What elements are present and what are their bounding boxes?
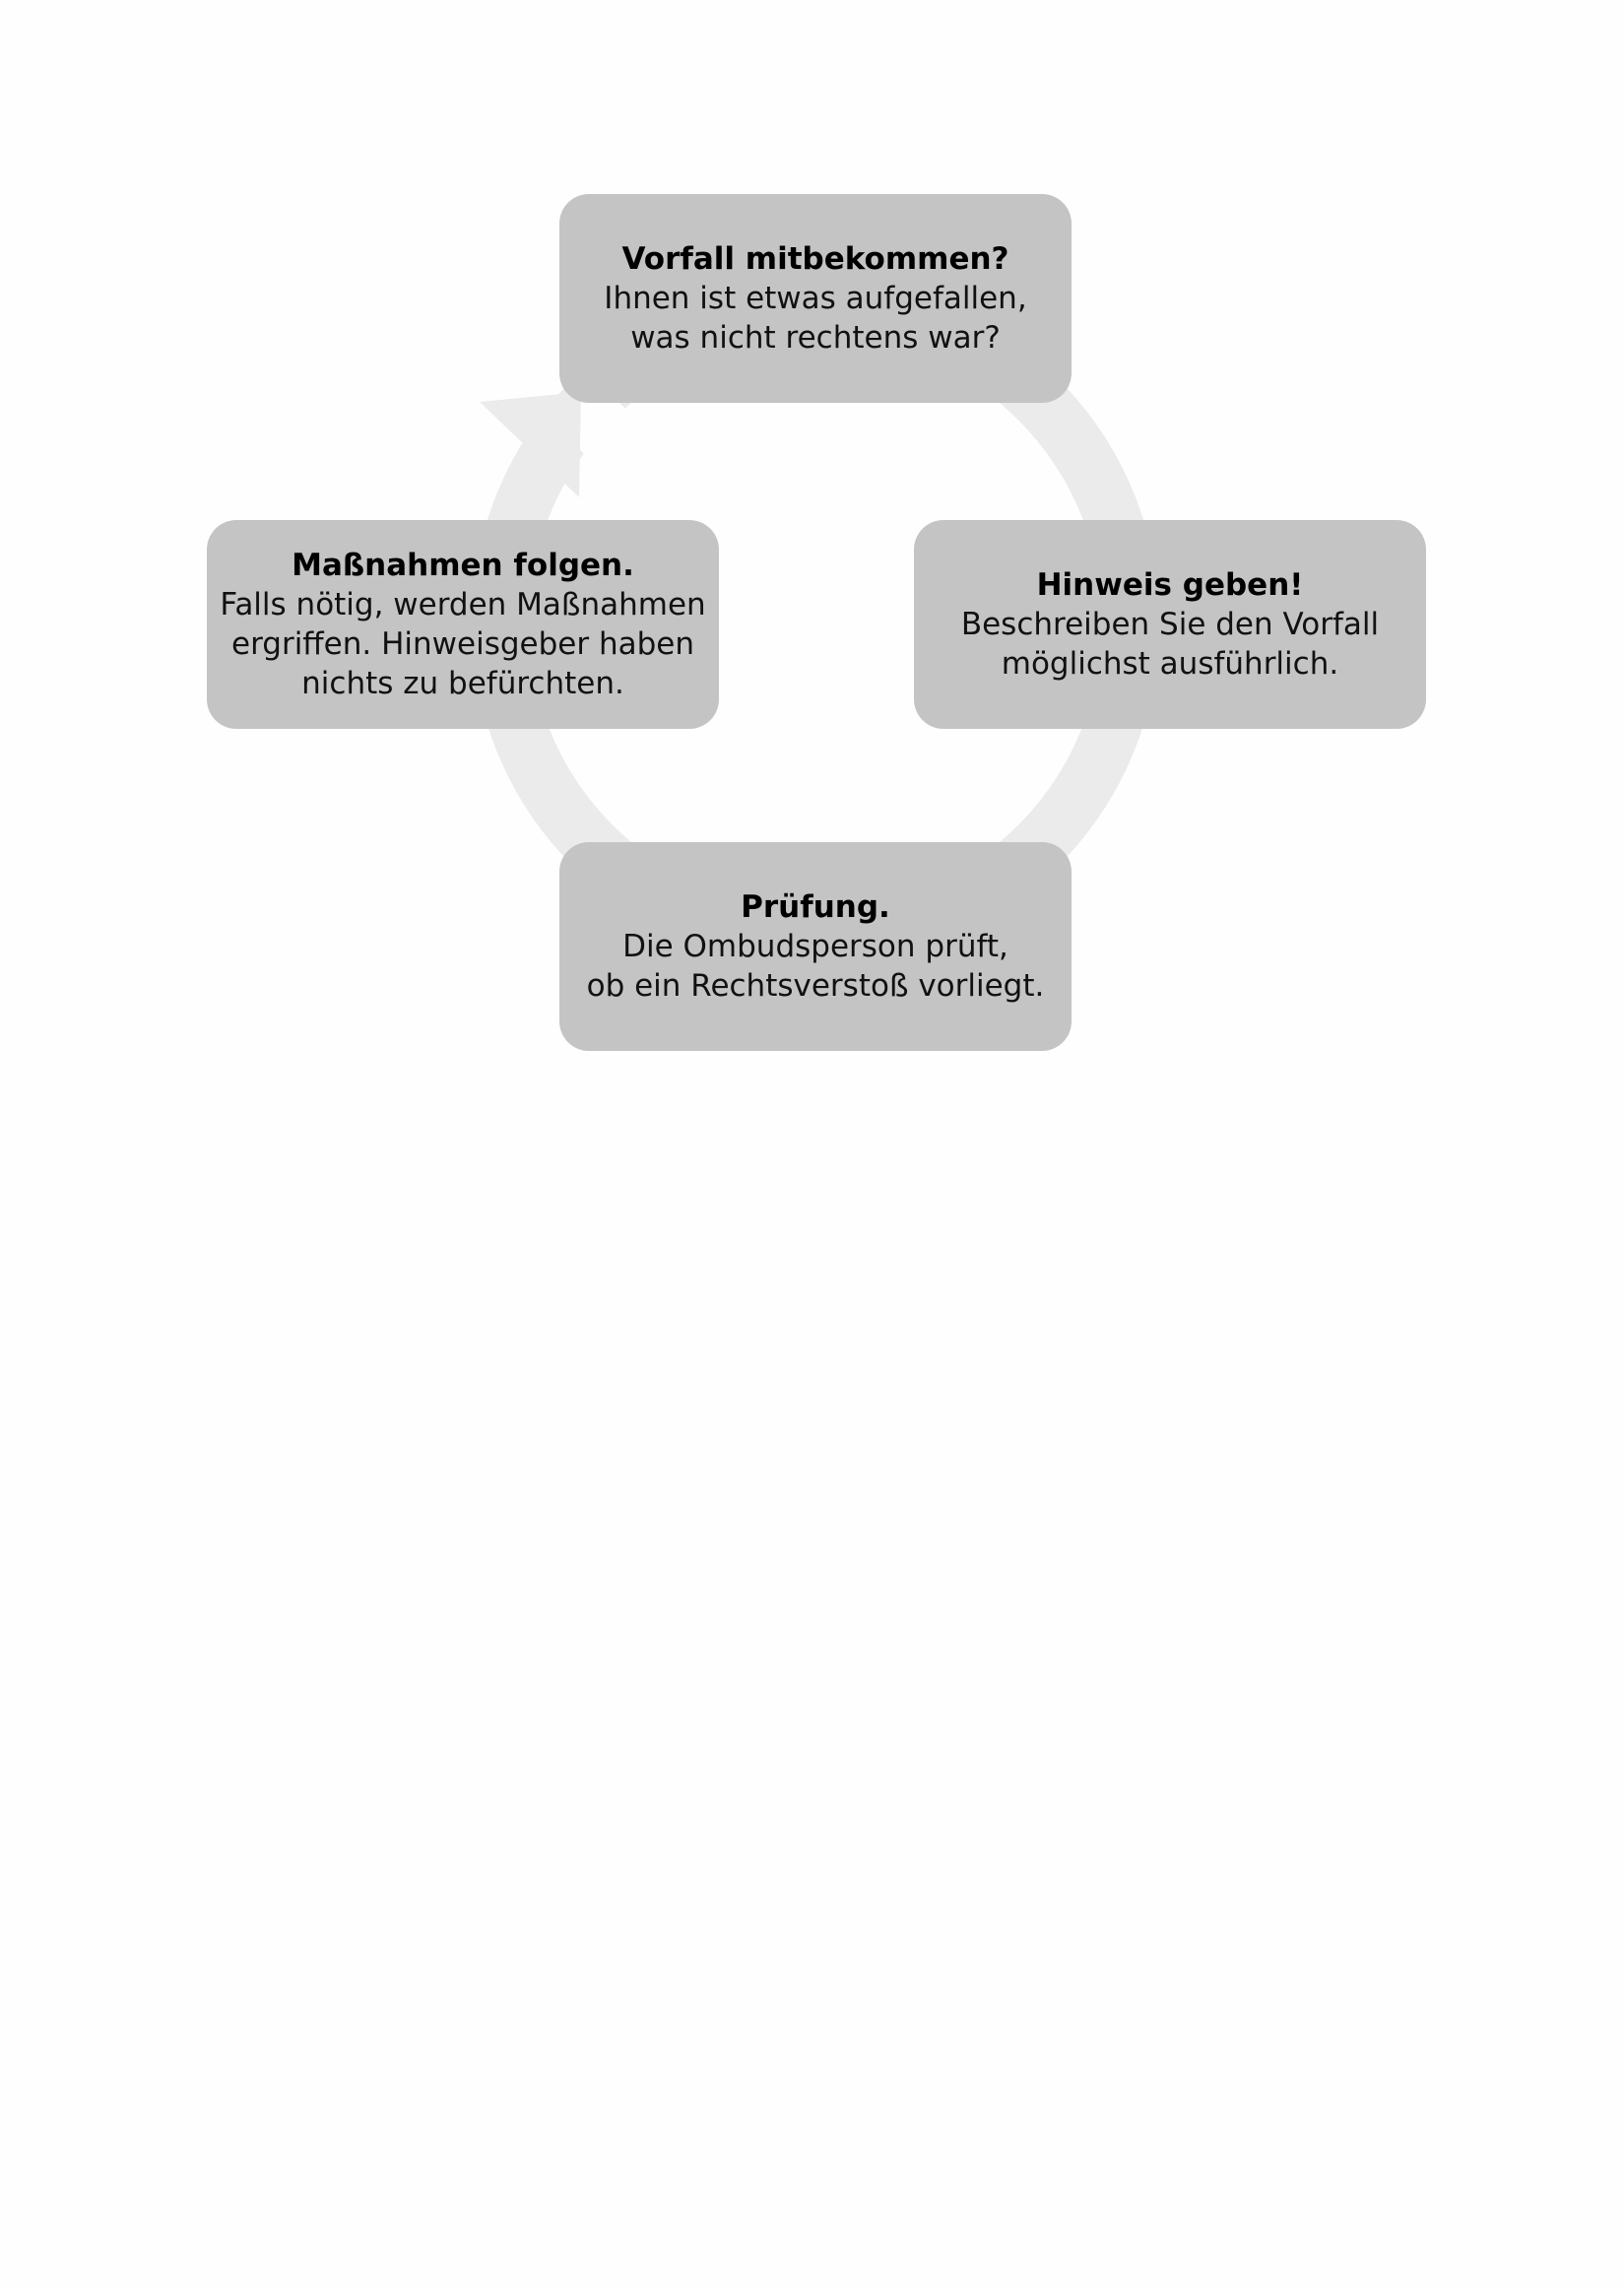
step-title: Prüfung. [741, 889, 890, 925]
step-box-review: Prüfung. Die Ombudsperson prüft, ob ein … [559, 842, 1072, 1051]
cycle-arrow-icon [480, 392, 581, 497]
step-box-report-noticed: Vorfall mitbekommen? Ihnen ist etwas auf… [559, 194, 1072, 403]
step-text-line: Ihnen ist etwas aufgefallen, [604, 281, 1027, 316]
step-text-line: möglichst ausführlich. [1001, 646, 1339, 682]
step-text-line: Die Ombudsperson prüft, [622, 929, 1008, 964]
step-box-give-hint: Hinweis geben! Beschreiben Sie den Vorfa… [914, 520, 1426, 729]
step-text-line: was nicht rechtens war? [630, 320, 1001, 356]
step-text-line: Beschreiben Sie den Vorfall [960, 607, 1380, 642]
step-text-line: Falls nötig, werden Maßnahmen [220, 587, 706, 622]
step-title: Maßnahmen folgen. [292, 548, 634, 583]
step-title: Hinweis geben! [1036, 567, 1304, 603]
step-text-line: ob ein Rechtsverstoß vorliegt. [586, 968, 1045, 1004]
step-box-measures: Maßnahmen folgen. Falls nötig, werden Ma… [207, 520, 719, 729]
step-title: Vorfall mitbekommen? [621, 241, 1009, 277]
step-text-line: nichts zu befürchten. [301, 666, 624, 701]
step-text-line: ergriffen. Hinweisgeber haben [231, 626, 694, 662]
